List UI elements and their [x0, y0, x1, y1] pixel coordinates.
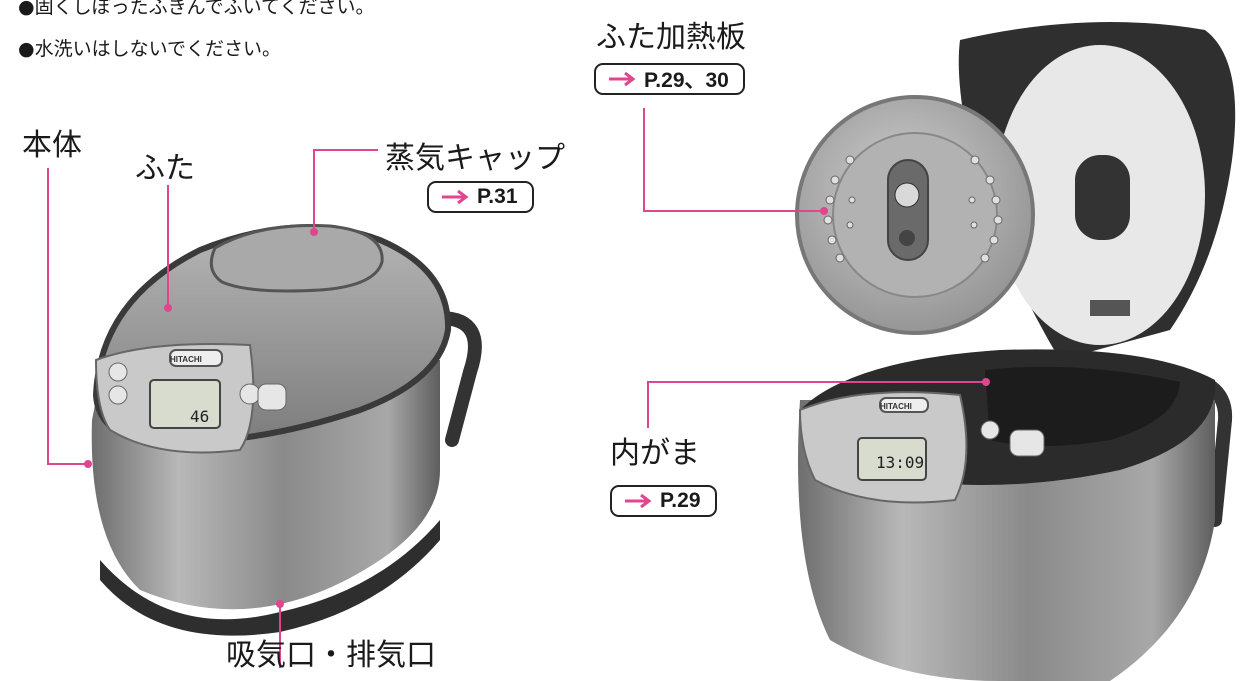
display-readout-right: 13:09: [876, 453, 924, 472]
leader-steam-cap: [313, 149, 378, 232]
brand-logo-right: HITACHI: [880, 402, 912, 411]
ref-page-inner-pot: P.29: [660, 489, 701, 512]
brand-logo-left: HITACHI: [170, 355, 202, 364]
leader-inner-pot: [647, 381, 986, 428]
ref-link-lid-plate[interactable]: P.29、30: [594, 63, 745, 95]
arrow-right-icon: [625, 494, 652, 508]
leader-hontai: [47, 168, 88, 465]
leader-lines: [47, 108, 986, 668]
cooker-open: [795, 22, 1236, 681]
ref-link-inner-pot[interactable]: P.29: [610, 485, 717, 517]
label-vents: 吸気口・排気口: [226, 638, 436, 673]
cooker-closed: [91, 224, 482, 636]
display-readout-left: 46: [190, 407, 209, 426]
arrow-right-icon: [609, 72, 636, 86]
note-no-wash: ●水洗いはしないでください。: [18, 38, 282, 60]
ref-page-lid-plate: P.29、30: [644, 69, 729, 92]
label-futa: ふた: [135, 151, 195, 186]
label-inner-pot: 内がま: [610, 436, 700, 471]
leader-lid-plate: [643, 108, 824, 212]
label-lid-plate: ふた加熱板: [596, 20, 746, 55]
label-steam-cap: 蒸気キャップ: [385, 141, 565, 176]
leader-dots: [84, 207, 990, 608]
arrow-right-icon: [442, 190, 469, 204]
label-hontai: 本体: [22, 128, 82, 163]
note-wipe: ●固くしぼったふきんでふいてください。: [18, 0, 375, 18]
ref-link-steam-cap[interactable]: P.31: [427, 181, 534, 213]
ref-page-steam-cap: P.31: [477, 185, 518, 208]
